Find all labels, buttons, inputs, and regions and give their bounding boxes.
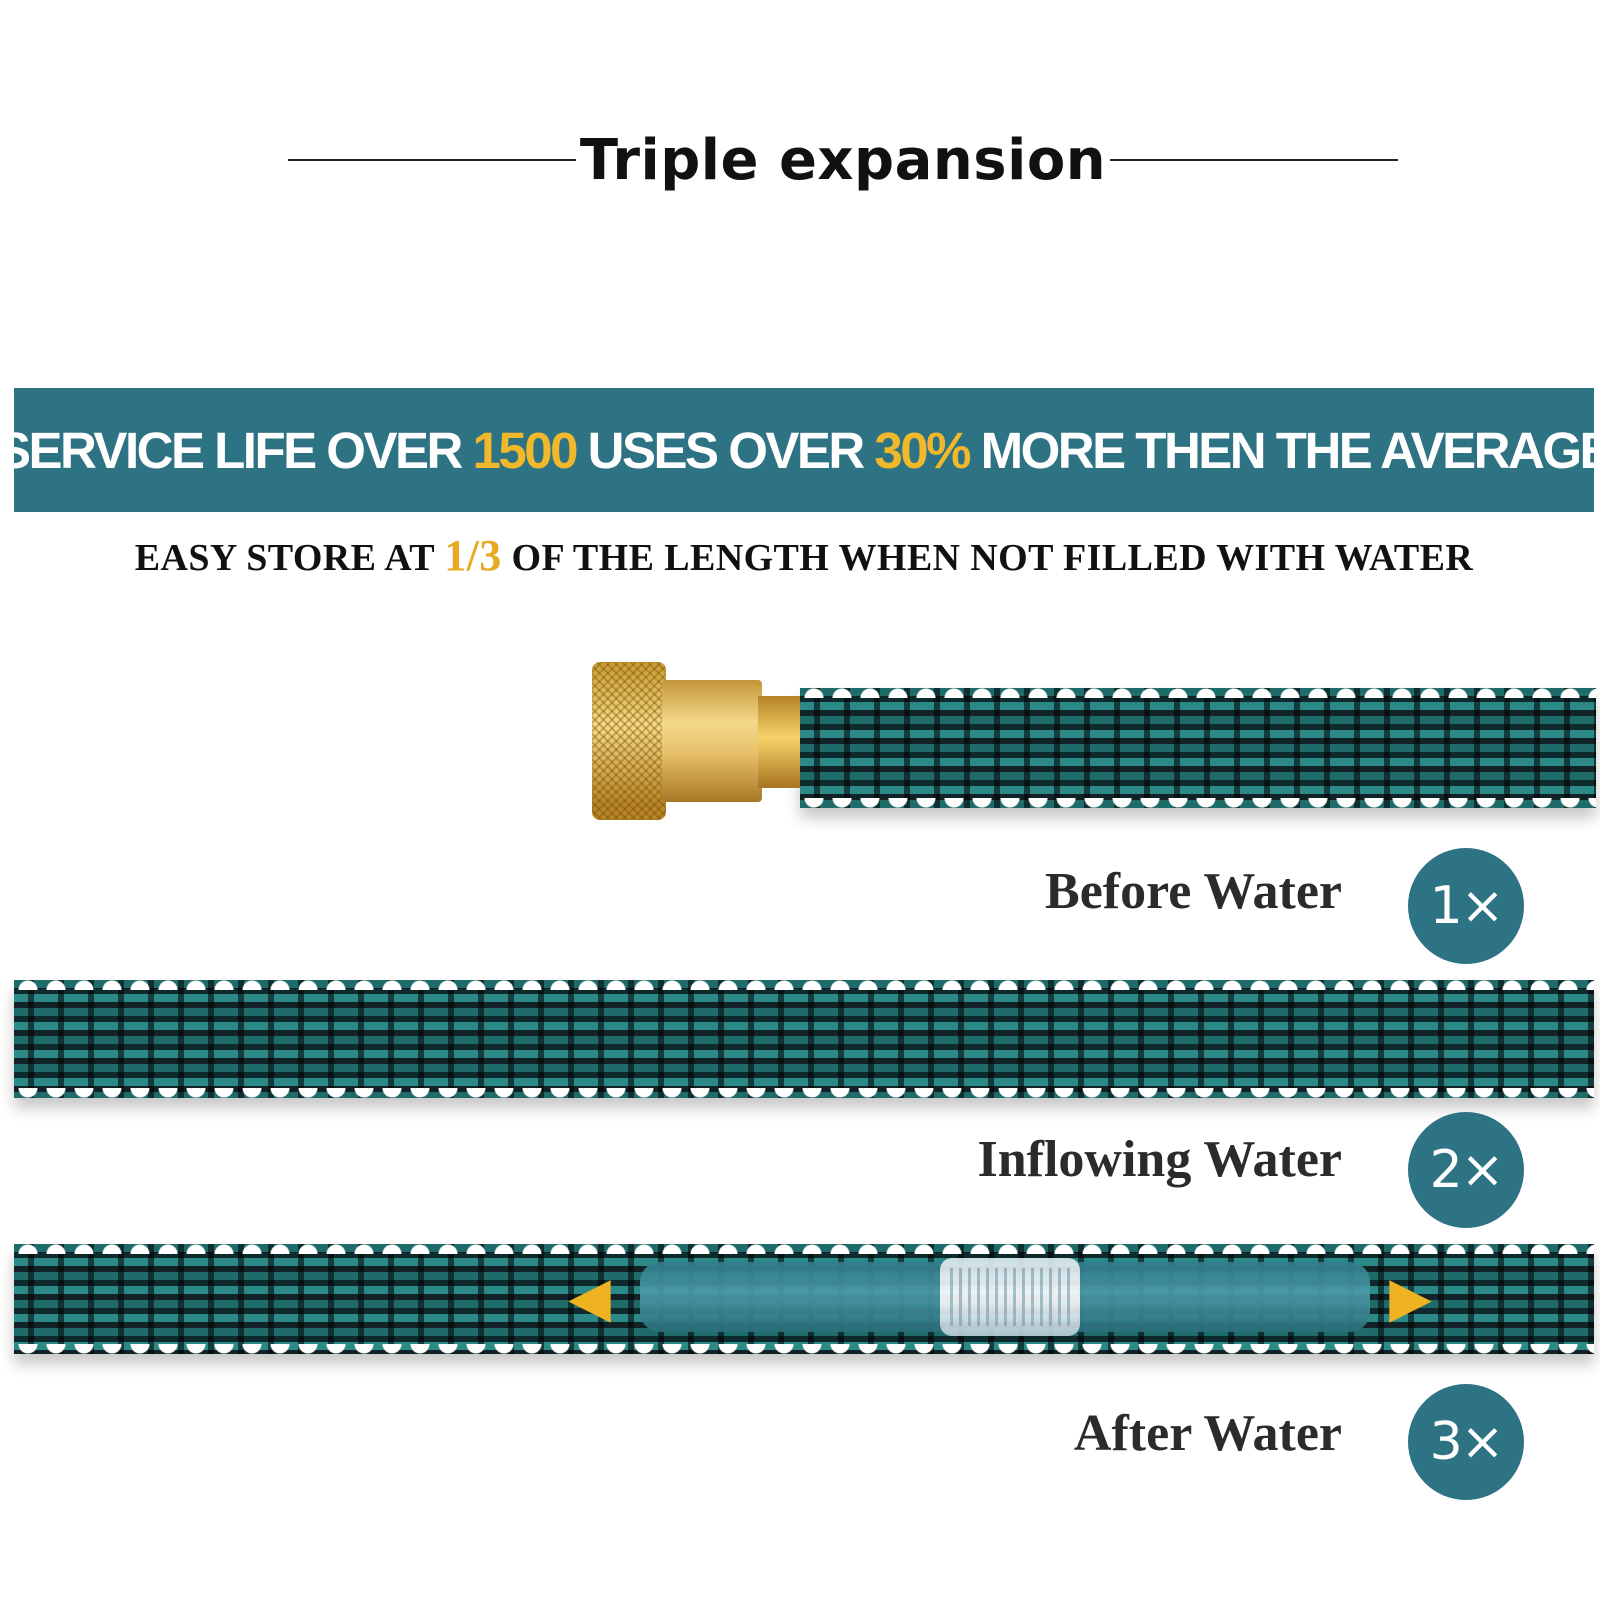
page-title: Triple expansion <box>579 128 1107 193</box>
multiplier-badge-2: 2× <box>1408 1112 1524 1228</box>
title-row: Triple expansion <box>0 120 1600 200</box>
brass-connector <box>592 662 802 820</box>
storage-text-part1: EASY STORE AT <box>134 537 445 579</box>
inner-tube-window <box>940 1258 1080 1336</box>
connector-sleeve <box>662 680 762 802</box>
arrow-right-icon: ▶ <box>1390 1269 1430 1327</box>
connector-collar <box>758 696 800 788</box>
multiplier-badge-1: 1× <box>1408 848 1524 964</box>
title-divider-right <box>1110 159 1398 161</box>
service-life-banner: SERVICE LIFE OVER 1500 USES OVER 30% MOR… <box>0 388 1600 512</box>
storage-note: EASY STORE AT 1/3 OF THE LENGTH WHEN NOT… <box>14 530 1594 586</box>
title-divider-left <box>288 159 576 161</box>
storage-text-part2: OF THE LENGTH WHEN NOT FILLED WITH WATER <box>501 537 1474 579</box>
connector-nut <box>592 662 666 820</box>
hose-before-water <box>800 688 1596 808</box>
banner-percent: 30% <box>874 421 971 479</box>
storage-fraction: 1/3 <box>444 531 502 580</box>
banner-text-part3: MORE THEN THE AVERAGE <box>968 421 1600 479</box>
inner-tube-cutaway <box>640 1258 1370 1336</box>
hose-inflowing-water <box>14 980 1594 1098</box>
stage-label-after-water: After Water <box>1073 1405 1342 1462</box>
banner-text-part2: USES OVER <box>575 421 875 479</box>
multiplier-badge-3: 3× <box>1408 1384 1524 1500</box>
stage-label-before-water: Before Water <box>1045 863 1342 920</box>
banner-text-part1: SERVICE LIFE OVER <box>0 421 473 479</box>
banner-text: SERVICE LIFE OVER 1500 USES OVER 30% MOR… <box>0 421 1600 480</box>
arrow-left-icon: ◀ <box>570 1269 610 1327</box>
stage-label-inflowing-water: Inflowing Water <box>977 1131 1342 1188</box>
banner-uses-count: 1500 <box>472 421 579 479</box>
